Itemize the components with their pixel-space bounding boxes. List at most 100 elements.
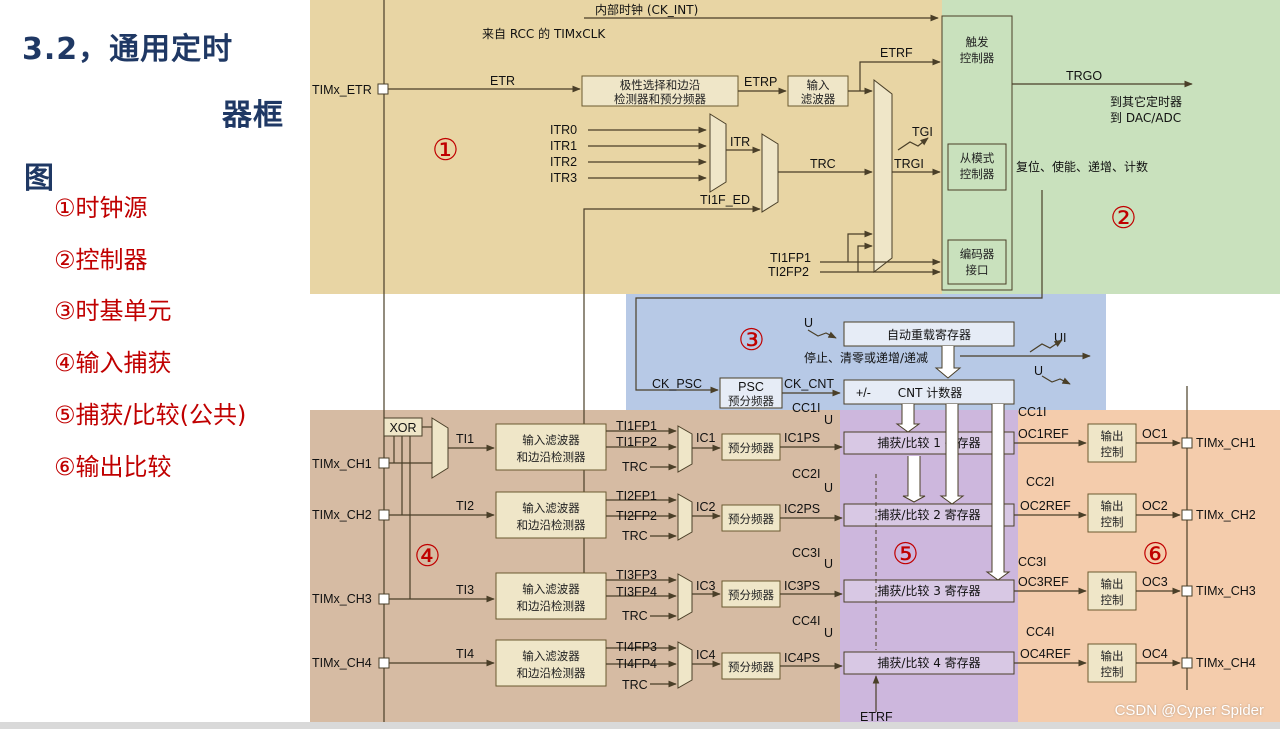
ch2-fpa-label: TI2FP1 [616, 489, 657, 503]
polarity-edge-prescaler-block [581, 75, 739, 107]
polarity-block-line1: 极性选择和边沿 [620, 78, 701, 92]
itr1-label: ITR1 [550, 139, 577, 153]
trgi-label: TRGI [894, 157, 924, 171]
itr2-label: ITR2 [550, 155, 577, 169]
ic4-mux [677, 641, 693, 689]
ui-arrow [1029, 339, 1063, 353]
ti4-label: TI4 [456, 647, 474, 661]
legend-item-input-capture: ④输入捕获 [54, 349, 172, 377]
legend-item-output-compare: ⑥输出比较 [54, 453, 172, 481]
filter-1-line1: 输入滤波器 [522, 433, 580, 447]
cc2i-label-in: CC2I [792, 467, 820, 481]
bottom-border [0, 722, 1280, 729]
out-ch4-pin[interactable] [1181, 657, 1193, 669]
region-number-2: ② [1110, 201, 1137, 236]
ic-prescaler-3: 预分频器 [721, 580, 781, 608]
oc1ref-label: OC1REF [1018, 427, 1069, 441]
ic-prescaler-1: 预分频器 [721, 433, 781, 461]
out-ctrl-3-line2: 控制 [1101, 593, 1124, 607]
cnt-to-ccr3 [985, 404, 1011, 581]
ic2ps-label: IC2PS [784, 502, 820, 516]
region-capture-compare [840, 410, 1018, 724]
out-ch1-pin[interactable] [1181, 437, 1193, 449]
filter-block-1: 输入滤波器 和边沿检测器 [495, 423, 607, 471]
ch3-pin[interactable] [378, 593, 390, 605]
cc3i-label-out: CC3I [1018, 555, 1046, 569]
slave-controller-line1: 从模式 [960, 151, 995, 165]
ic3ps-label: IC3PS [784, 579, 820, 593]
encoder-line1: 编码器 [960, 247, 995, 261]
filter-2-line1: 输入滤波器 [522, 501, 580, 515]
ck-cnt-label: CK_CNT [784, 377, 834, 391]
region-number-3: ③ [738, 323, 765, 358]
ccr1-label: 捕获/比较 1 寄存器 [877, 435, 980, 450]
itr-mux [709, 113, 727, 193]
psc-prescaler [719, 377, 783, 409]
cc1i-label-out: CC1I [1018, 405, 1046, 419]
filter-4-line2: 和边沿检测器 [517, 666, 586, 680]
output-control-1: 输出 控制 [1087, 423, 1137, 463]
ch3-fpa-label: TI3FP3 [616, 568, 657, 582]
etr-pin[interactable] [377, 83, 389, 95]
trc-mux [761, 133, 779, 213]
slide-title-line3: 图 [24, 161, 55, 196]
trigger-controller-line1: 触发 [966, 35, 989, 49]
legend-item-capture-compare: ⑤捕获/比较(公共) [54, 401, 247, 429]
itr0-label: ITR0 [550, 123, 577, 137]
tgi-arrow [897, 137, 929, 151]
filter-3-line1: 输入滤波器 [522, 582, 580, 596]
psc-sub-label: 预分频器 [728, 394, 774, 408]
u-arrow-arr [807, 329, 837, 339]
input-filter-block [787, 75, 849, 107]
input-filter-line2: 滤波器 [801, 92, 836, 106]
oc1-label: OC1 [1142, 427, 1168, 441]
timer-block-diagram: ① ② ③ ④ ⑤ ⑥ 内部时钟 (CK_INT) 来自 RCC 的 TIMxC… [310, 0, 1280, 724]
etrf-trigger-line [859, 58, 941, 91]
out-ctrl-2-line1: 输出 [1101, 499, 1124, 513]
to-other-line2: 到 DAC/ADC [1110, 111, 1181, 125]
stop-clear-label: 停止、清零或递增/递减 [804, 350, 928, 365]
u-label-ui: U [1034, 364, 1043, 378]
trgi-mux [873, 78, 893, 274]
ti1fp1-to-mux [847, 230, 873, 262]
ch1-pin-label: TIMx_CH1 [312, 457, 372, 471]
ch4-pin[interactable] [378, 657, 390, 669]
ti1f-ed-label: TI1F_ED [700, 193, 750, 207]
ch4-trc-label: TRC [622, 678, 648, 692]
ccr1-register: 捕获/比较 1 寄存器 [843, 431, 1015, 455]
trigger-controller-line2: 控制器 [960, 51, 995, 65]
filter-block-4: 输入滤波器 和边沿检测器 [495, 639, 607, 687]
ti2fp2-label: TI2FP2 [768, 265, 809, 279]
ch3-trc-label: TRC [622, 609, 648, 623]
psc-label: PSC [738, 380, 764, 394]
left-panel: 3.2，通用定时 器框 图 ①时钟源 ②控制器 ③时基单元 ④输入捕获 ⑤捕获/… [0, 0, 310, 729]
oc2-label: OC2 [1142, 499, 1168, 513]
etrf-bottom-label: ETRF [860, 710, 893, 724]
u-label-cc1: U [824, 413, 833, 427]
ccr2-register: 捕获/比较 2 寄存器 [843, 503, 1015, 527]
filter-2-line2: 和边沿检测器 [517, 518, 586, 532]
out-ch3-pin[interactable] [1181, 585, 1193, 597]
ch2-pin[interactable] [378, 509, 390, 521]
u-label-cc4: U [824, 626, 833, 640]
out-ch2-pin[interactable] [1181, 509, 1193, 521]
filter-4-line1: 输入滤波器 [522, 649, 580, 663]
region-number-4: ④ [414, 539, 441, 574]
u-label-cc3: U [824, 557, 833, 571]
out-ch3-label: TIMx_CH3 [1196, 584, 1256, 598]
watermark: CSDN @Cyper Spider [1114, 702, 1264, 719]
cc2i-label-out: CC2I [1026, 475, 1054, 489]
to-other-line1: 到其它定时器 [1110, 94, 1182, 109]
etr-pin-label: TIMx_ETR [312, 83, 372, 97]
internal-clock-label: 内部时钟 (CK_INT) [595, 2, 698, 17]
ic2-label: IC2 [696, 500, 716, 514]
ch1-pin[interactable] [378, 457, 390, 469]
output-control-2: 输出 控制 [1087, 493, 1137, 533]
output-control-4: 输出 控制 [1087, 643, 1137, 683]
input-filter-line1: 输入 [807, 78, 830, 92]
ic-prescaler-4: 预分频器 [721, 652, 781, 680]
ch3-fpb-label: TI3FP4 [616, 585, 657, 599]
ti3-label: TI3 [456, 583, 474, 597]
ic4-label: IC4 [696, 648, 716, 662]
cc4i-label-in: CC4I [792, 614, 820, 628]
